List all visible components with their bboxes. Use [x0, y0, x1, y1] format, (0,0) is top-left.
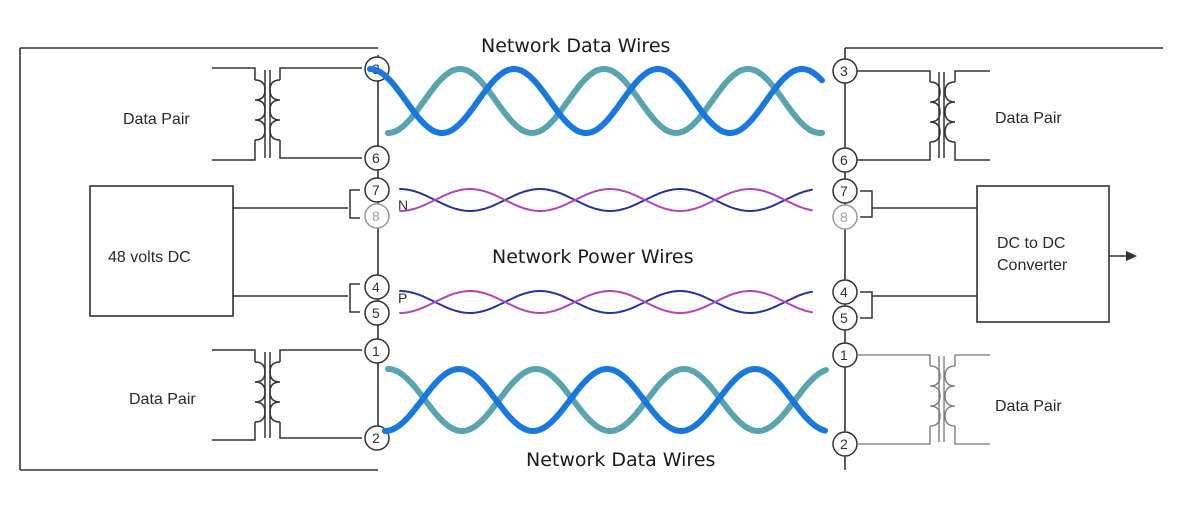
converter-leads — [860, 190, 977, 319]
power-wire-lower-navy — [399, 290, 813, 314]
left-equipment — [19, 47, 379, 471]
right-pin-4-label: 4 — [840, 284, 848, 300]
dc-source-leads — [233, 189, 360, 313]
data-wire-bottom-blue — [382, 365, 828, 435]
left-pins: 3 6 7 8 4 5 1 2 — [364, 56, 390, 451]
left-pin-5 — [364, 300, 390, 326]
left-pin-7-label: 7 — [372, 182, 380, 198]
left-pin-6-label: 6 — [372, 150, 380, 166]
right-bottom-transformer — [857, 354, 990, 445]
right-equipment — [844, 47, 1163, 470]
dc-source-label: 48 volts DC — [108, 249, 191, 266]
converter-output-arrow — [1109, 251, 1137, 261]
right-pin-4 — [832, 279, 858, 305]
dc-to-dc-converter-box — [976, 185, 1110, 323]
left-pin-2-label: 2 — [372, 430, 380, 446]
right-pin-6-label: 6 — [840, 152, 848, 168]
dc-source-box — [89, 185, 234, 317]
network-data-wires-bottom-label: Network Data Wires — [526, 449, 715, 471]
left-bottom-transformer — [212, 349, 362, 441]
power-wire-upper-magenta — [399, 188, 813, 212]
right-pin-2-label: 2 — [840, 436, 848, 452]
right-top-data-pair-label: Data Pair — [995, 110, 1062, 127]
right-pin-5 — [832, 305, 858, 331]
left-pin-4 — [364, 274, 390, 300]
right-pin-8-label: 8 — [840, 209, 848, 225]
right-pin-1-label: 1 — [840, 347, 848, 363]
right-pin-8 — [832, 204, 858, 230]
left-pin-1 — [364, 338, 390, 364]
right-top-transformer — [857, 70, 990, 161]
data-wire-bottom-teal — [385, 365, 829, 435]
partial-letter-n: N — [398, 197, 408, 213]
right-pin-3-label: 3 — [840, 63, 848, 79]
network-power-wires-label: Network Power Wires — [492, 246, 694, 268]
right-pin-5-label: 5 — [840, 310, 848, 326]
twisted-wires — [367, 65, 829, 435]
left-top-data-pair-label: Data Pair — [123, 111, 190, 128]
left-pin-7 — [364, 177, 390, 203]
partial-letter-p: P — [398, 290, 407, 306]
converter-label-line2: Converter — [997, 257, 1068, 274]
left-pin-8 — [364, 203, 390, 229]
data-wire-top-teal — [385, 65, 825, 137]
right-pin-7-label: 7 — [840, 183, 848, 199]
right-pin-7 — [832, 178, 858, 204]
power-wire-upper-navy — [399, 188, 813, 212]
data-wire-top-blue — [367, 65, 825, 137]
left-pin-8-label: 8 — [372, 208, 380, 224]
right-bottom-data-pair-label: Data Pair — [995, 398, 1062, 415]
converter-label-line1: DC to DC — [997, 235, 1065, 252]
left-pin-6 — [364, 145, 390, 171]
left-pin-4-label: 4 — [372, 279, 380, 295]
left-bottom-data-pair-label: Data Pair — [129, 391, 196, 408]
left-top-transformer — [212, 67, 362, 161]
power-wire-lower-magenta — [399, 290, 813, 314]
network-data-wires-top-label: Network Data Wires — [481, 35, 670, 57]
left-pin-5-label: 5 — [372, 305, 380, 321]
left-pin-1-label: 1 — [372, 343, 380, 359]
